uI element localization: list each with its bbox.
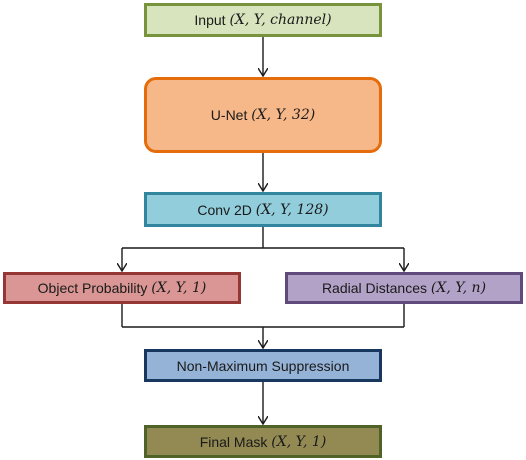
node-radial-distances-shape: (X, Y, n) — [430, 280, 487, 296]
node-non-maximum-suppression-label: Non-Maximum Suppression — [176, 357, 350, 374]
node-unet-label: U-Net — [210, 107, 248, 123]
node-unet: U-Net (X, Y, 32) — [144, 77, 382, 153]
node-unet-shape: (X, Y, 32) — [251, 107, 316, 123]
node-radial-distances: Radial Distances (X, Y, n) — [285, 272, 523, 304]
node-final-mask-label: Final Mask — [199, 433, 268, 450]
node-final-mask-shape: (X, Y, 1) — [271, 433, 327, 450]
node-conv2d: Conv 2D (X, Y, 128) — [144, 192, 382, 227]
node-input-label: Input — [194, 12, 226, 28]
node-conv2d-shape: (X, Y, 128) — [255, 201, 329, 218]
node-input: Input (X, Y, channel) — [144, 3, 382, 37]
node-object-probability-label: Object Probability — [37, 280, 148, 296]
node-conv2d-label: Conv 2D — [197, 201, 252, 218]
node-object-probability: Object Probability (X, Y, 1) — [3, 272, 241, 304]
node-object-probability-shape: (X, Y, 1) — [151, 280, 207, 296]
node-input-shape: (X, Y, channel) — [229, 12, 332, 28]
node-radial-distances-label: Radial Distances — [321, 280, 427, 296]
node-final-mask: Final Mask (X, Y, 1) — [144, 425, 382, 458]
node-non-maximum-suppression: Non-Maximum Suppression — [144, 349, 382, 382]
